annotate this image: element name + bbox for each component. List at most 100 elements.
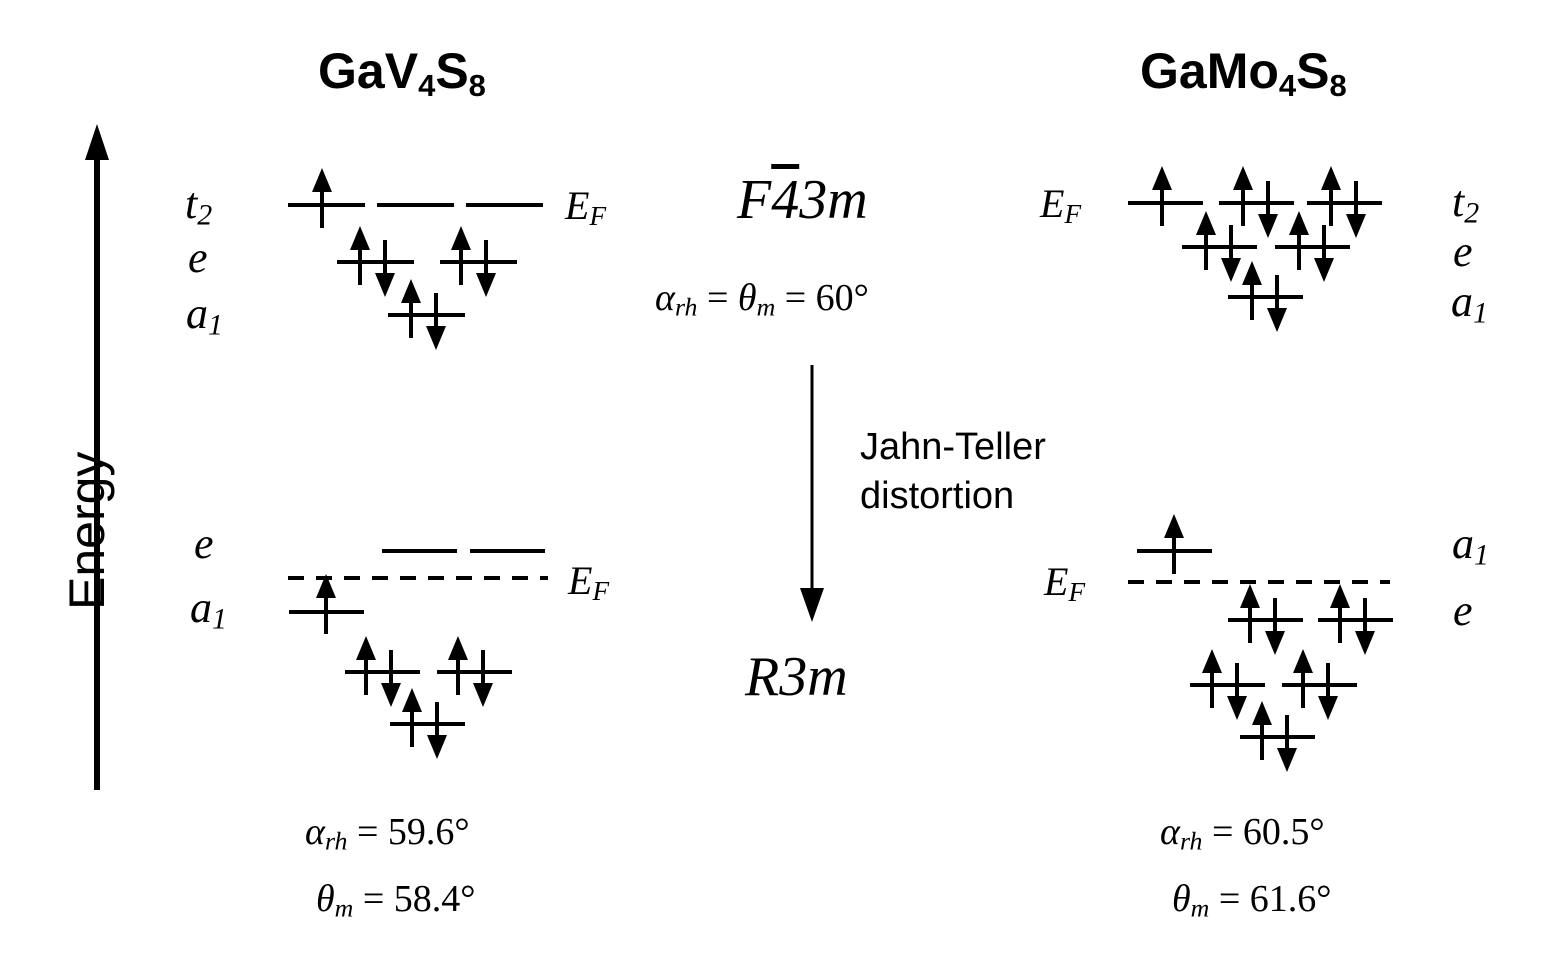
- orbital-symbol: a: [190, 583, 212, 632]
- formula-subscript: 4: [1278, 67, 1297, 103]
- electron-pair: [1196, 211, 1241, 282]
- compound-title-right: GaMo4S8: [1140, 42, 1347, 104]
- electron-spin-up: [316, 574, 336, 634]
- electron-pair: [448, 636, 493, 707]
- fermi-label-right-bottom: EF: [1044, 558, 1085, 608]
- theta-subscript: m: [756, 292, 776, 322]
- orbital-symbol: e: [1453, 586, 1473, 635]
- electron-pair: [1321, 166, 1366, 238]
- formula-part: S: [435, 43, 469, 99]
- electron-spin-up: [1164, 514, 1184, 574]
- orbital-symbol: e: [1453, 227, 1473, 276]
- energy-axis-label: Energy: [59, 451, 115, 610]
- formula-subscript: 8: [468, 67, 486, 103]
- fermi-symbol: E: [565, 183, 590, 228]
- fermi-symbol: E: [568, 558, 593, 603]
- electron-spin-up: [1152, 166, 1172, 226]
- fermi-symbol: E: [1044, 559, 1069, 604]
- angle-value: 59.6: [387, 811, 455, 853]
- fermi-symbol: E: [1040, 181, 1065, 226]
- angle-value: 58.4: [393, 878, 461, 920]
- alpha-symbol: α: [305, 811, 325, 853]
- orbital-symbol: e: [188, 233, 208, 282]
- formula-part: GaMo: [1140, 43, 1279, 99]
- electron-pair: [1242, 261, 1287, 332]
- degree-symbol: °: [853, 277, 869, 319]
- panel-left-top: [288, 168, 543, 350]
- fermi-label-left-top: EF: [565, 182, 606, 232]
- electron-pair: [401, 279, 446, 350]
- orbital-subscript: 2: [1464, 196, 1480, 230]
- orbital-label-e: e: [1453, 585, 1473, 636]
- electron-pair: [350, 226, 395, 297]
- compound-title-left: GaV4S8: [318, 42, 486, 104]
- alpha-subscript: rh: [1179, 826, 1203, 856]
- electron-pair: [1240, 584, 1285, 655]
- formula-part: GaV: [318, 43, 419, 99]
- electron-pair: [1330, 584, 1375, 655]
- panel-right-bottom: [1128, 514, 1393, 772]
- fermi-subscript: F: [1068, 576, 1086, 607]
- fermi-label-left-bottom: EF: [568, 557, 609, 607]
- orbital-symbol: a: [1452, 519, 1474, 568]
- theta-symbol: θ: [316, 878, 335, 920]
- alpha-symbol: α: [1160, 811, 1180, 853]
- orbital-subscript: 1: [1473, 296, 1488, 330]
- formula-subscript: 4: [418, 67, 436, 103]
- orbital-subscript: 2: [197, 198, 213, 232]
- orbital-label-a1: a1: [1451, 276, 1488, 331]
- left-angle-alpha: αrh = 59.6°: [305, 810, 470, 857]
- space-group-suffix: 3m: [799, 169, 868, 231]
- jahn-teller-label-line1: Jahn-Teller: [860, 426, 1046, 468]
- jahn-teller-label-line2: distortion: [860, 475, 1015, 517]
- space-group-prefix: F: [737, 169, 772, 231]
- equals-sign: =: [706, 277, 729, 319]
- electron-pair: [451, 226, 496, 297]
- electron-pair: [1233, 166, 1278, 238]
- electron-pair: [402, 688, 447, 759]
- equals-sign: =: [362, 878, 385, 920]
- theta-symbol: θ: [737, 277, 757, 319]
- degree-symbol: °: [1309, 811, 1325, 853]
- electron-pair: [1289, 211, 1334, 282]
- orbital-symbol: a: [1451, 277, 1473, 326]
- electron-pair: [1252, 701, 1297, 772]
- equals-sign: =: [356, 811, 379, 853]
- theta-subscript: m: [1190, 893, 1210, 923]
- space-group-rhombohedral: R3m: [745, 646, 848, 708]
- electron-spin-up: [312, 168, 332, 228]
- fermi-subscript: F: [1064, 198, 1082, 229]
- theta-subscript: m: [334, 893, 354, 923]
- orbital-label-e: e: [194, 518, 214, 569]
- fermi-subscript: F: [592, 575, 610, 606]
- space-group-cubic: F43m: [737, 168, 868, 232]
- orbital-symbol: t: [1452, 177, 1465, 226]
- orbital-label-t2: t2: [185, 178, 212, 233]
- orbital-label-a1: a1: [190, 582, 227, 637]
- orbital-subscript: 1: [208, 308, 223, 342]
- orbital-subscript: 1: [212, 602, 227, 636]
- space-group-overline-char: 4: [771, 169, 800, 231]
- alpha-symbol: α: [655, 277, 675, 319]
- orbital-label-e: e: [188, 232, 208, 283]
- alpha-subscript: rh: [324, 826, 348, 856]
- energy-axis: [85, 124, 109, 790]
- orbital-label-e: e: [1453, 226, 1473, 277]
- left-angle-theta: θm = 58.4°: [316, 877, 475, 924]
- angle-value: 60: [815, 277, 854, 319]
- angle-value: 60.5: [1242, 811, 1310, 853]
- equals-sign: =: [1211, 811, 1234, 853]
- orbital-label-a1: a1: [1452, 518, 1489, 573]
- panel-right-top: [1128, 166, 1382, 332]
- orbital-label-a1: a1: [186, 288, 223, 343]
- equals-sign: =: [784, 277, 807, 319]
- electron-pair: [356, 636, 401, 707]
- degree-symbol: °: [454, 811, 470, 853]
- right-angle-alpha: αrh = 60.5°: [1160, 810, 1325, 857]
- cubic-angles: αrh = θm = 60°: [655, 276, 869, 323]
- electron-pair: [1293, 649, 1338, 720]
- electron-pair: [1202, 649, 1247, 720]
- equals-sign: =: [1218, 878, 1241, 920]
